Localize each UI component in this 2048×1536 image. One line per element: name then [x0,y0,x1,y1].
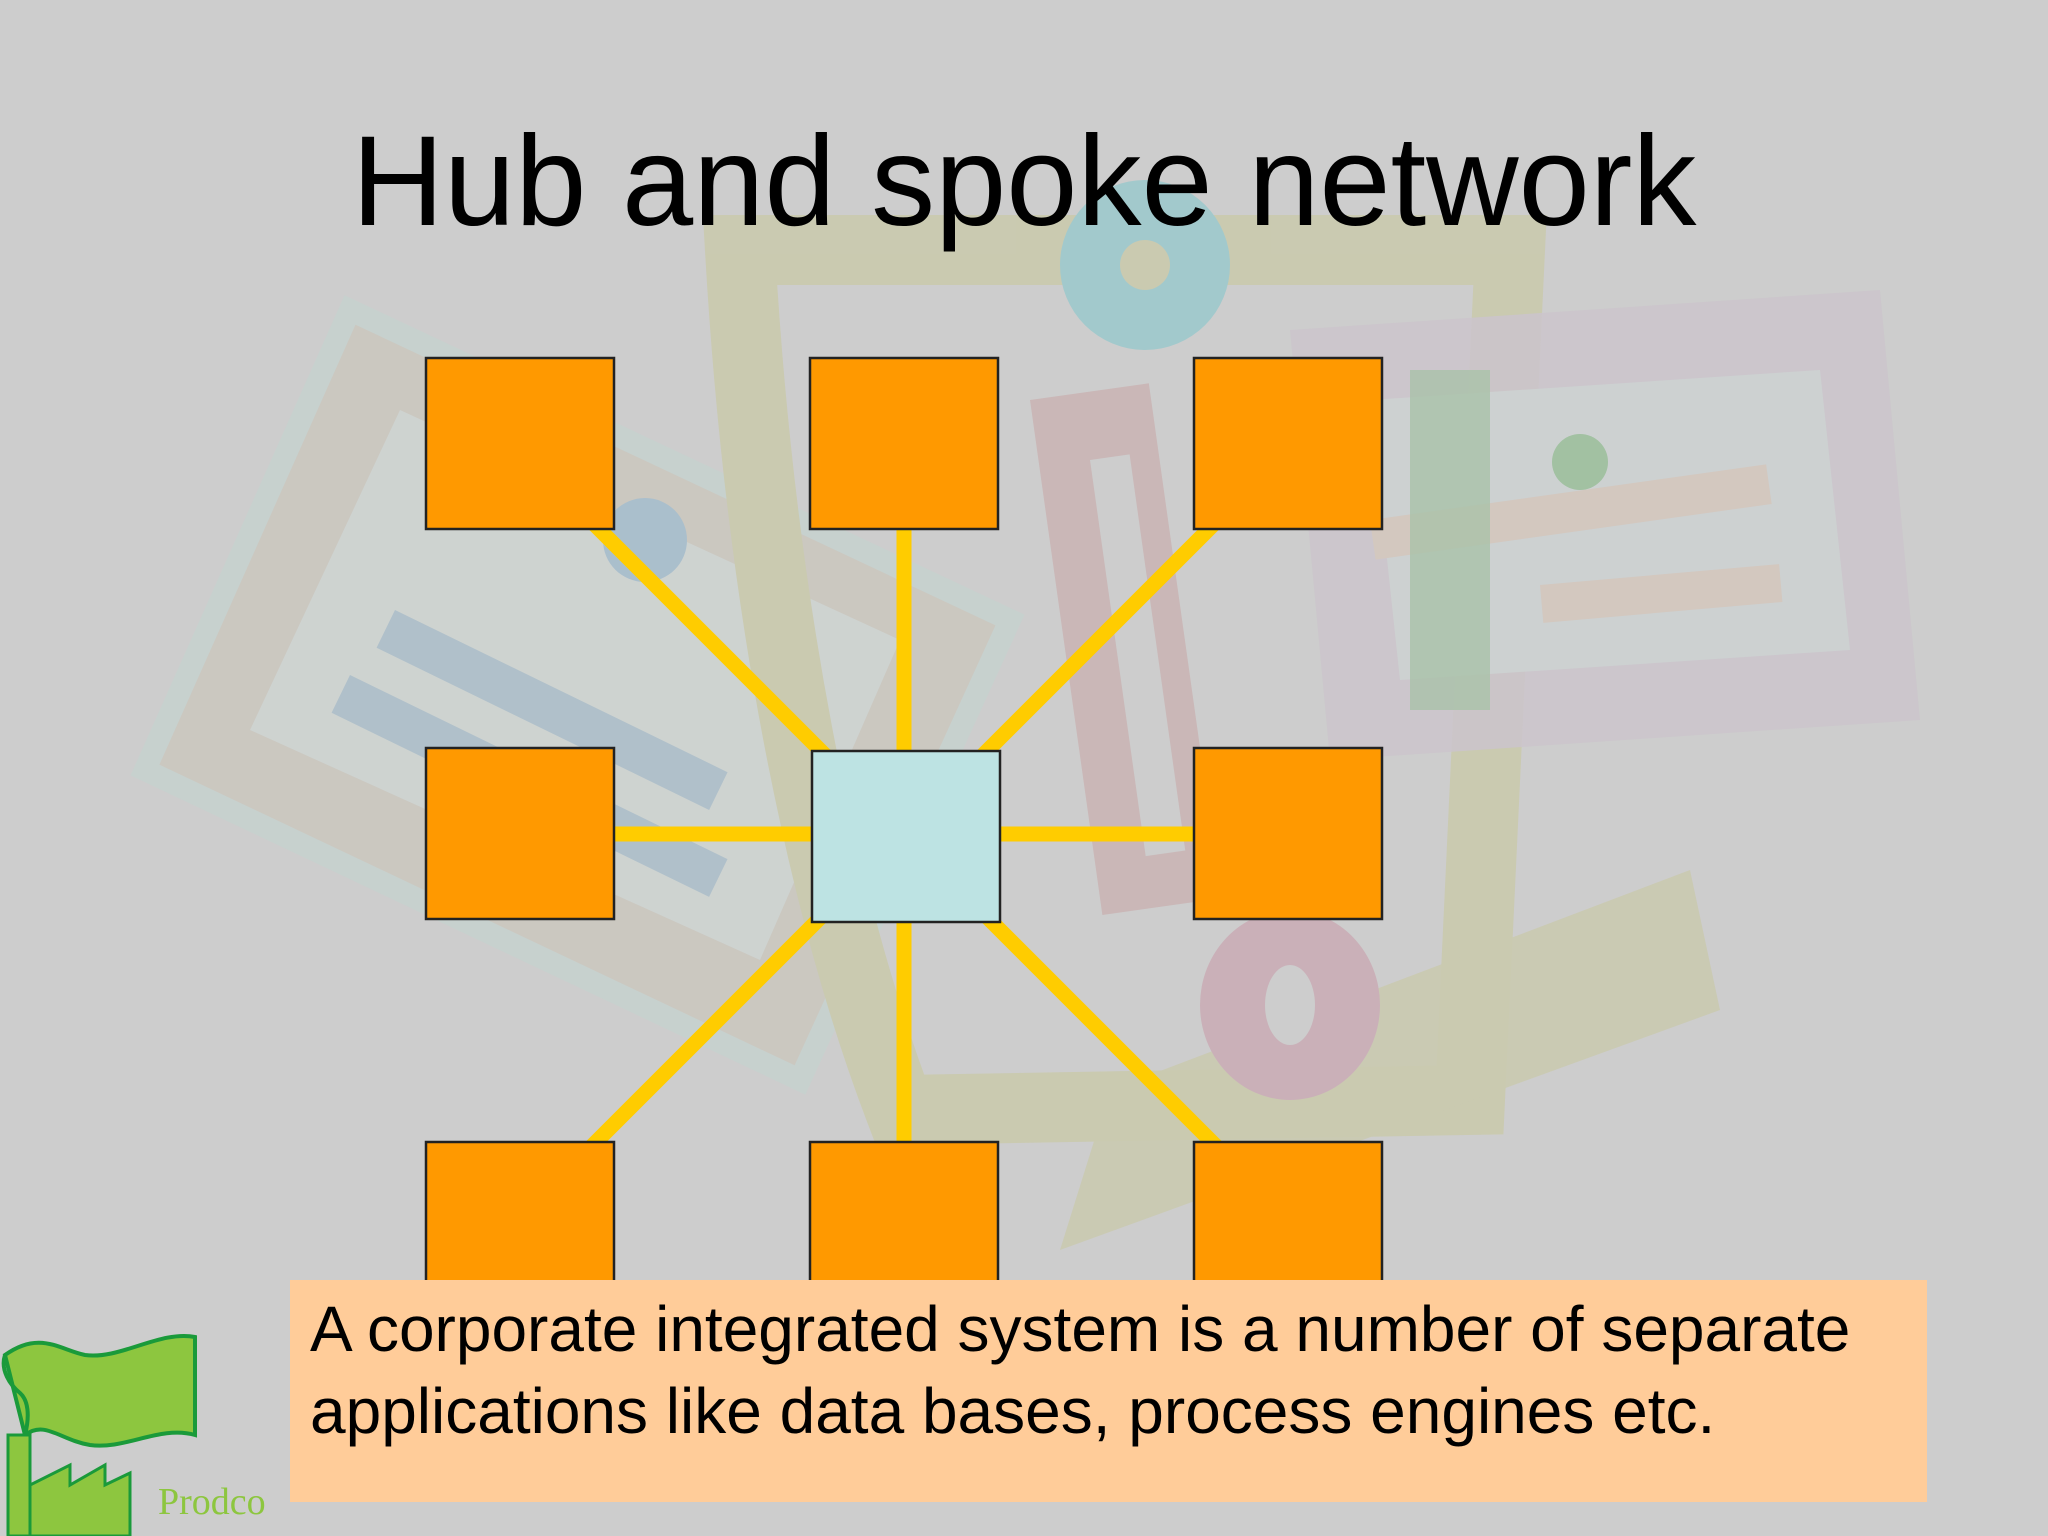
caption-text: A corporate integrated system is a numbe… [310,1293,1851,1447]
slide-title: Hub and spoke network [351,110,1697,253]
spoke-node-middle-right [1192,746,1384,921]
spoke-node-top-center [808,356,1000,531]
caption-box [290,1280,1927,1502]
factory-flag-logo-icon [1,1333,197,1536]
logo-text: Prodco [158,1481,266,1523]
spoke-node-top-left [424,356,616,531]
spoke-node-top-right [1192,356,1384,531]
spoke-nodes [424,356,1384,1315]
spoke-node-middle-left [424,746,616,921]
hub-node [810,749,1002,924]
